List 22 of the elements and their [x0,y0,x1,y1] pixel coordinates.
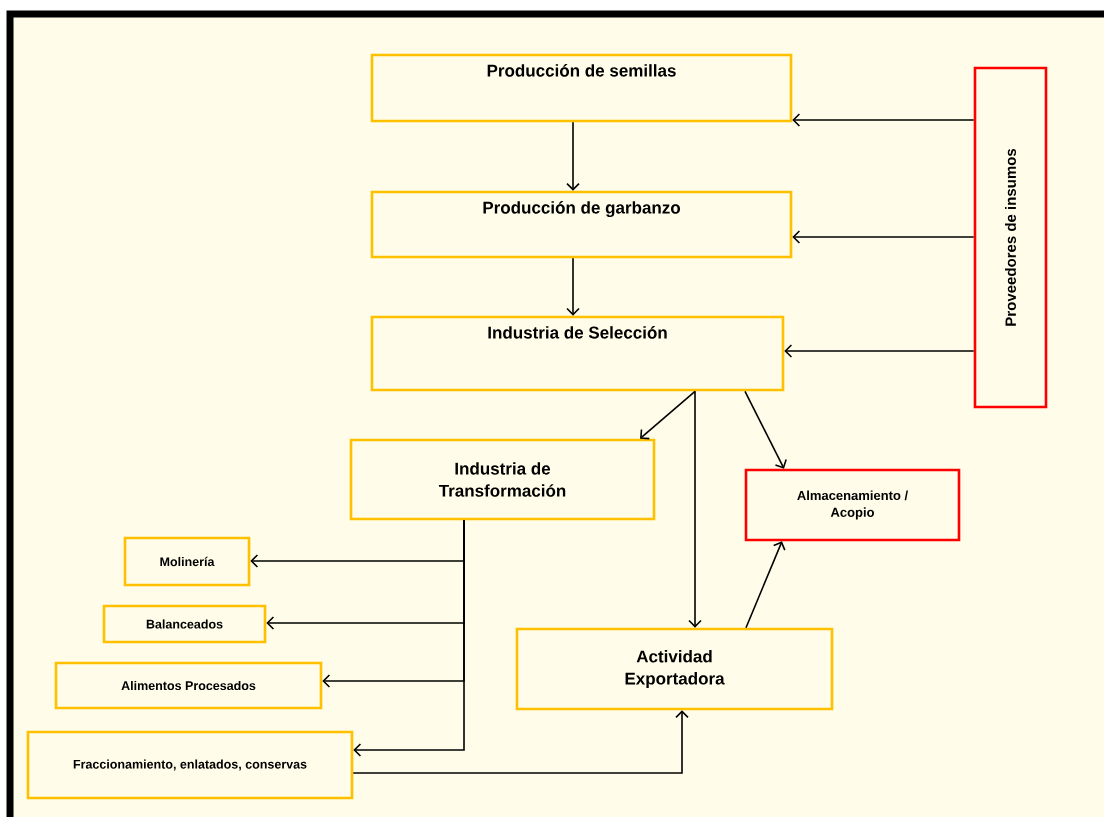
process-box: Fraccionamiento, enlatados, conservas [26,730,354,800]
process-box: Producción de semillas [370,53,793,123]
arrow [640,390,696,440]
process-box: Actividad Exportadora [515,627,834,711]
process-box: Industria de Selección [370,315,785,392]
arrow [792,113,975,127]
arrow [352,710,689,774]
supplier-box: Proveedores de insumos [973,66,1048,409]
process-box: Alimentos Procesados [54,661,323,710]
arrow [744,390,787,469]
process-box: Industria de Transformación [349,438,656,521]
process-box: Producción de garbanzo [370,190,793,259]
arrow [745,541,786,629]
arrow [353,519,465,757]
process-box: Molinería [123,536,251,587]
arrow [566,257,580,316]
arrow [784,344,975,358]
process-box: Balanceados [102,604,267,644]
arrow [688,390,702,628]
process-box: Almacenamiento / Acopio [744,468,961,542]
arrow [566,121,580,191]
arrow [792,230,975,244]
